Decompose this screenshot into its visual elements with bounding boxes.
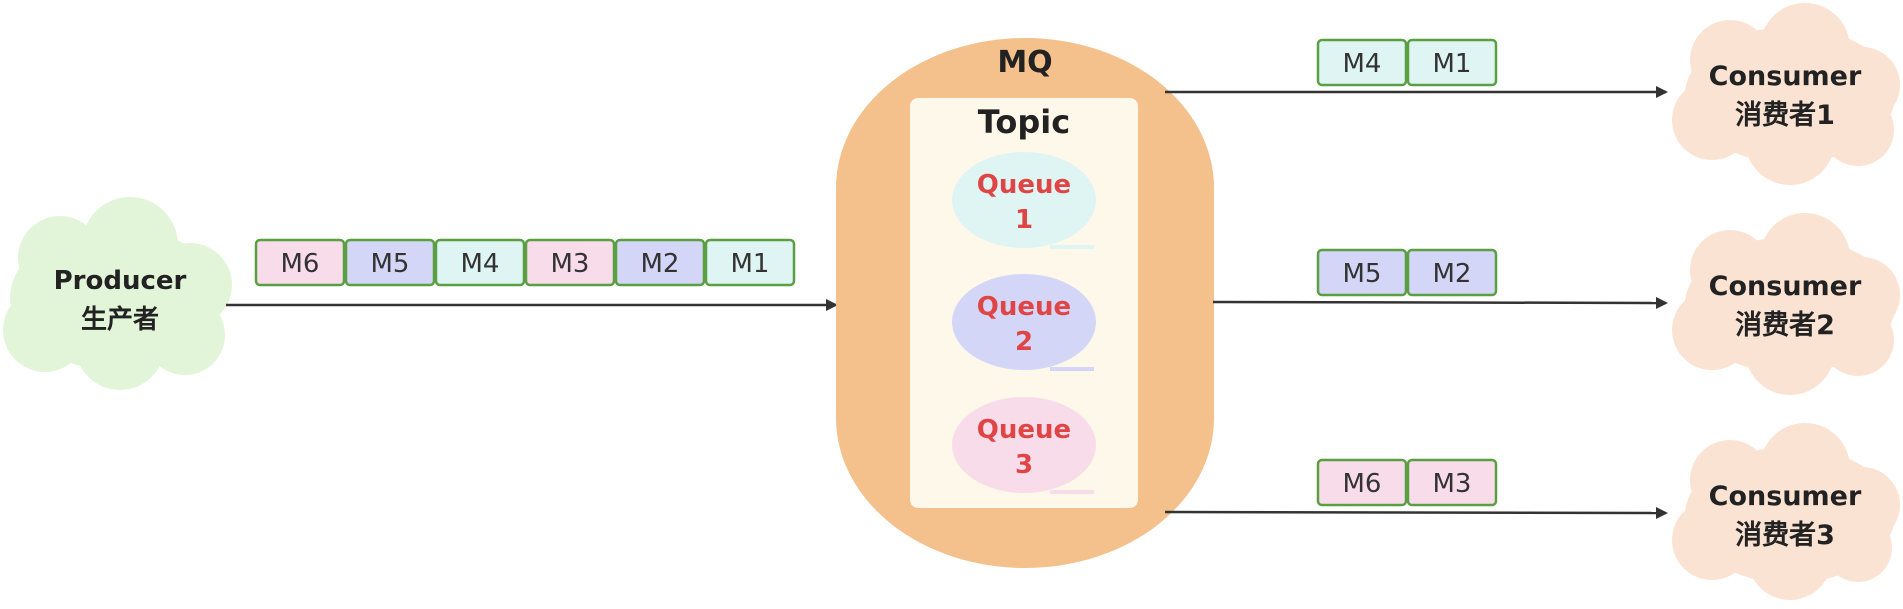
queue-2-label-line2: 2 <box>1015 327 1033 357</box>
producer-message-queue: M6 M5 M4 M3 M2 M1 <box>254 238 796 287</box>
message-label: M4 <box>461 249 500 279</box>
mq-title: MQ <box>997 45 1052 80</box>
message-box: M5 <box>1316 248 1408 297</box>
message-box: M4 <box>434 238 526 287</box>
queue-1: Queue 1 <box>952 152 1096 249</box>
message-label: M2 <box>1433 259 1472 289</box>
producer-cloud-icon <box>3 197 232 390</box>
consumer-2-message-queue: M5 M2 <box>1316 248 1498 297</box>
consumer-1-node: Consumer 消费者1 <box>1672 3 1900 185</box>
message-box: M3 <box>1406 458 1498 507</box>
consumer-3-node: Consumer 消费者3 <box>1672 423 1900 600</box>
message-box: M3 <box>524 238 616 287</box>
message-box: M1 <box>1406 38 1498 87</box>
message-box: M1 <box>704 238 796 287</box>
message-label: M4 <box>1343 49 1382 79</box>
message-box: M5 <box>344 238 436 287</box>
message-label: M1 <box>1433 49 1472 79</box>
mq-to-consumer-2-arrow <box>1212 296 1668 309</box>
consumer-2-node: Consumer 消费者2 <box>1672 213 1900 395</box>
message-label: M6 <box>1343 469 1382 499</box>
message-label: M3 <box>1433 469 1472 499</box>
consumer-1-cloud-icon <box>1672 3 1900 185</box>
consumer-1-message-queue: M4 M1 <box>1316 38 1498 87</box>
queue-2: Queue 2 <box>952 274 1096 371</box>
consumer-3-label-line2: 消费者3 <box>1735 520 1835 551</box>
consumer-2-label-line2: 消费者2 <box>1735 310 1835 341</box>
message-box: M6 <box>1316 458 1408 507</box>
consumer-2-cloud-icon <box>1672 213 1900 395</box>
message-label: M5 <box>371 249 410 279</box>
queue-3-label-line1: Queue <box>977 415 1071 445</box>
message-box: M4 <box>1316 38 1408 87</box>
message-box: M2 <box>1406 248 1498 297</box>
consumer-3-message-queue: M6 M3 <box>1316 458 1498 507</box>
message-box: M2 <box>614 238 706 287</box>
queue-3: Queue 3 <box>952 397 1096 494</box>
consumer-3-cloud-icon <box>1672 423 1900 600</box>
mq-to-consumer-3-arrow <box>1164 506 1668 519</box>
consumer-2-label-line1: Consumer <box>1709 271 1862 302</box>
message-label: M3 <box>551 249 590 279</box>
queue-1-label-line1: Queue <box>977 170 1071 200</box>
producer-label-line2: 生产者 <box>81 305 159 335</box>
consumer-1-label-line2: 消费者1 <box>1735 100 1835 131</box>
queue-3-label-line2: 3 <box>1015 450 1033 480</box>
message-label: M2 <box>641 249 680 279</box>
topic-title: Topic <box>978 103 1070 141</box>
consumer-3-label-line1: Consumer <box>1709 481 1862 512</box>
producer-label-line1: Producer <box>54 266 187 296</box>
mq-node: MQ Topic Queue 1 Queue 2 Queue 3 <box>836 38 1214 568</box>
queue-1-label-line2: 1 <box>1015 205 1033 235</box>
message-box: M6 <box>254 238 346 287</box>
message-label: M5 <box>1343 259 1382 289</box>
queue-2-label-line1: Queue <box>977 292 1071 322</box>
consumer-1-label-line1: Consumer <box>1709 61 1862 92</box>
message-label: M1 <box>731 249 770 279</box>
message-label: M6 <box>281 249 320 279</box>
producer-node: Producer 生产者 <box>3 197 232 390</box>
